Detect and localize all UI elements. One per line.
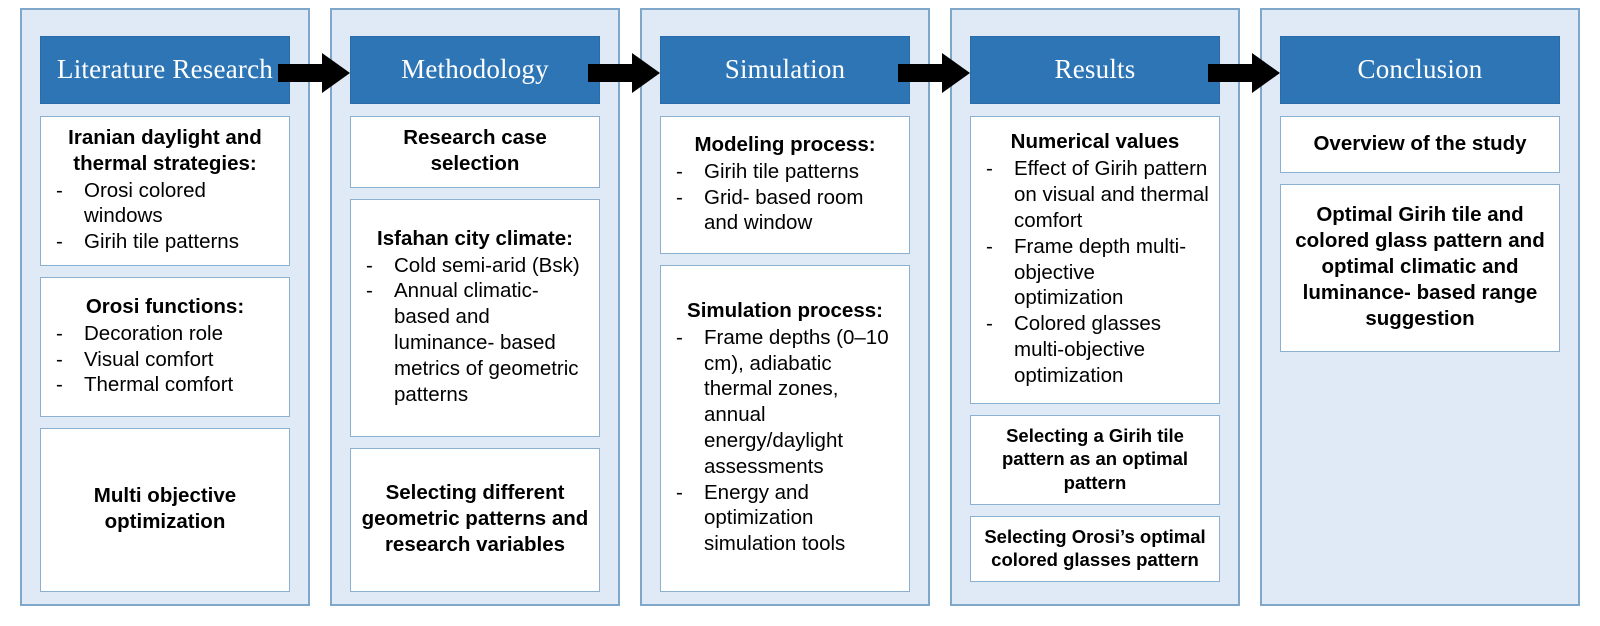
arrow-results-to-conclusion [1208,52,1280,94]
card-stack-methodology: Research case selection Isfahan city cli… [350,116,600,592]
dash-bullet-icon: - [676,185,683,209]
dash-bullet-icon: - [676,480,683,504]
dash-bullet-icon: - [56,178,63,202]
stage-header-conclusion[interactable]: Conclusion [1280,36,1560,104]
card-selecting-geometric-patterns[interactable]: Selecting different geometric patterns a… [350,447,600,592]
dash-bullet-icon: - [986,312,993,336]
card-title: Research case selection [403,126,547,175]
dash-bullet-icon: - [56,230,63,254]
arrow-simulation-to-results [898,52,970,94]
list-item: -Thermal comfort [56,373,234,397]
dash-bullet-icon: - [676,325,683,349]
list-item: -Girih tile patterns [676,159,859,183]
card-title: Numerical values [1010,130,1180,154]
stage-literature-research: Literature Research Iranian daylight and… [20,8,310,606]
list-item: -Cold semi-arid (Bsk) [366,253,580,277]
card-title: Iranian daylight and thermal strategies: [68,126,262,175]
card-title: Selecting different geometric patterns a… [361,481,589,556]
card-bullet-list: -Frame depths (0–10 cm), adiabatic therm… [671,325,899,557]
list-item: -Decoration role [56,321,224,345]
arrow-right-icon [898,53,970,93]
dash-bullet-icon: - [986,157,993,181]
card-overview-of-the-study[interactable]: Overview of the study [1280,116,1560,173]
arrow-right-icon [588,53,660,93]
list-item: -Grid- based room and window [676,185,864,235]
dash-bullet-icon: - [366,279,373,303]
arrow-methodology-to-simulation [588,52,660,94]
stage-results: Results Numerical values -Effect of Giri… [950,8,1240,606]
card-title: Overview of the study [1313,131,1527,155]
card-title: Isfahan city climate: [377,226,573,250]
list-item: -Frame depths (0–10 cm), adiabatic therm… [676,325,889,478]
dash-bullet-icon: - [56,373,63,397]
list-item: -Effect of Girih pattern on visual and t… [986,157,1209,232]
dash-bullet-icon: - [676,159,683,183]
stage-header-methodology[interactable]: Methodology [350,36,600,104]
card-bullet-list: -Cold semi-arid (Bsk) -Annual climatic- … [361,253,589,408]
card-stack-conclusion: Overview of the study Optimal Girih tile… [1280,116,1560,352]
card-stack-simulation: Modeling process: -Girih tile patterns -… [660,116,910,592]
stage-methodology: Methodology Research case selection Isfa… [330,8,620,606]
card-title: Multi objective optimization [93,484,237,534]
list-item: -Visual comfort [56,347,214,371]
card-title: Simulation process: [687,298,883,322]
list-item: -Girih tile patterns [56,230,239,254]
list-item: -Annual climatic- based and luminance- b… [366,279,579,406]
list-item: -Frame depth multi-objective optimizatio… [986,234,1187,310]
card-research-case-selection[interactable]: Research case selection [350,116,600,188]
list-item: -Colored glasses multi-objective optimiz… [986,312,1161,387]
dash-bullet-icon: - [366,253,373,277]
list-item: -Energy and optimization simulation tool… [676,480,846,556]
card-multi-objective-optimization[interactable]: Multi objective optimization [40,428,290,592]
card-modeling-process[interactable]: Modeling process: -Girih tile patterns -… [660,116,910,254]
card-bullet-list: -Decoration role -Visual comfort -Therma… [51,321,279,398]
card-isfahan-city-climate[interactable]: Isfahan city climate: -Cold semi-arid (B… [350,198,600,437]
arrow-literature-to-methodology [278,52,350,94]
card-title: Orosi functions: [85,294,245,318]
card-bullet-list: -Orosi colored windows -Girih tile patte… [51,178,279,255]
card-title: Modeling process: [694,132,876,156]
stage-header-results[interactable]: Results [970,36,1220,104]
card-title: Selecting a Girih tile pattern as an opt… [1001,425,1189,493]
card-simulation-process[interactable]: Simulation process: -Frame depths (0–10 … [660,265,910,592]
card-optimal-girih-and-glass-pattern[interactable]: Optimal Girih tile and colored glass pat… [1280,184,1560,352]
card-stack-literature-research: Iranian daylight and thermal strategies:… [40,116,290,592]
dash-bullet-icon: - [56,321,63,345]
card-stack-results: Numerical values -Effect of Girih patter… [970,116,1220,592]
card-title: Selecting Orosi’s optimal colored glasse… [984,525,1206,571]
arrow-right-icon [278,53,350,93]
card-iranian-strategies[interactable]: Iranian daylight and thermal strategies:… [40,116,290,267]
card-bullet-list: -Effect of Girih pattern on visual and t… [981,156,1209,388]
card-selecting-girih-tile-pattern[interactable]: Selecting a Girih tile pattern as an opt… [970,415,1220,505]
card-selecting-orosi-colored-glasses[interactable]: Selecting Orosi’s optimal colored glasse… [970,515,1220,583]
stage-conclusion: Conclusion Overview of the study Optimal… [1260,8,1580,606]
arrow-right-icon [1208,53,1280,93]
dash-bullet-icon: - [56,347,63,371]
card-numerical-values[interactable]: Numerical values -Effect of Girih patter… [970,116,1220,404]
list-item: -Orosi colored windows [56,178,206,228]
card-orosi-functions[interactable]: Orosi functions: -Decoration role -Visua… [40,277,290,418]
dash-bullet-icon: - [986,234,993,258]
stage-header-literature-research[interactable]: Literature Research [40,36,290,104]
stage-header-simulation[interactable]: Simulation [660,36,910,104]
stage-simulation: Simulation Modeling process: -Girih tile… [640,8,930,606]
card-title: Optimal Girih tile and colored glass pat… [1295,203,1545,330]
card-bullet-list: -Girih tile patterns -Grid- based room a… [671,159,899,236]
